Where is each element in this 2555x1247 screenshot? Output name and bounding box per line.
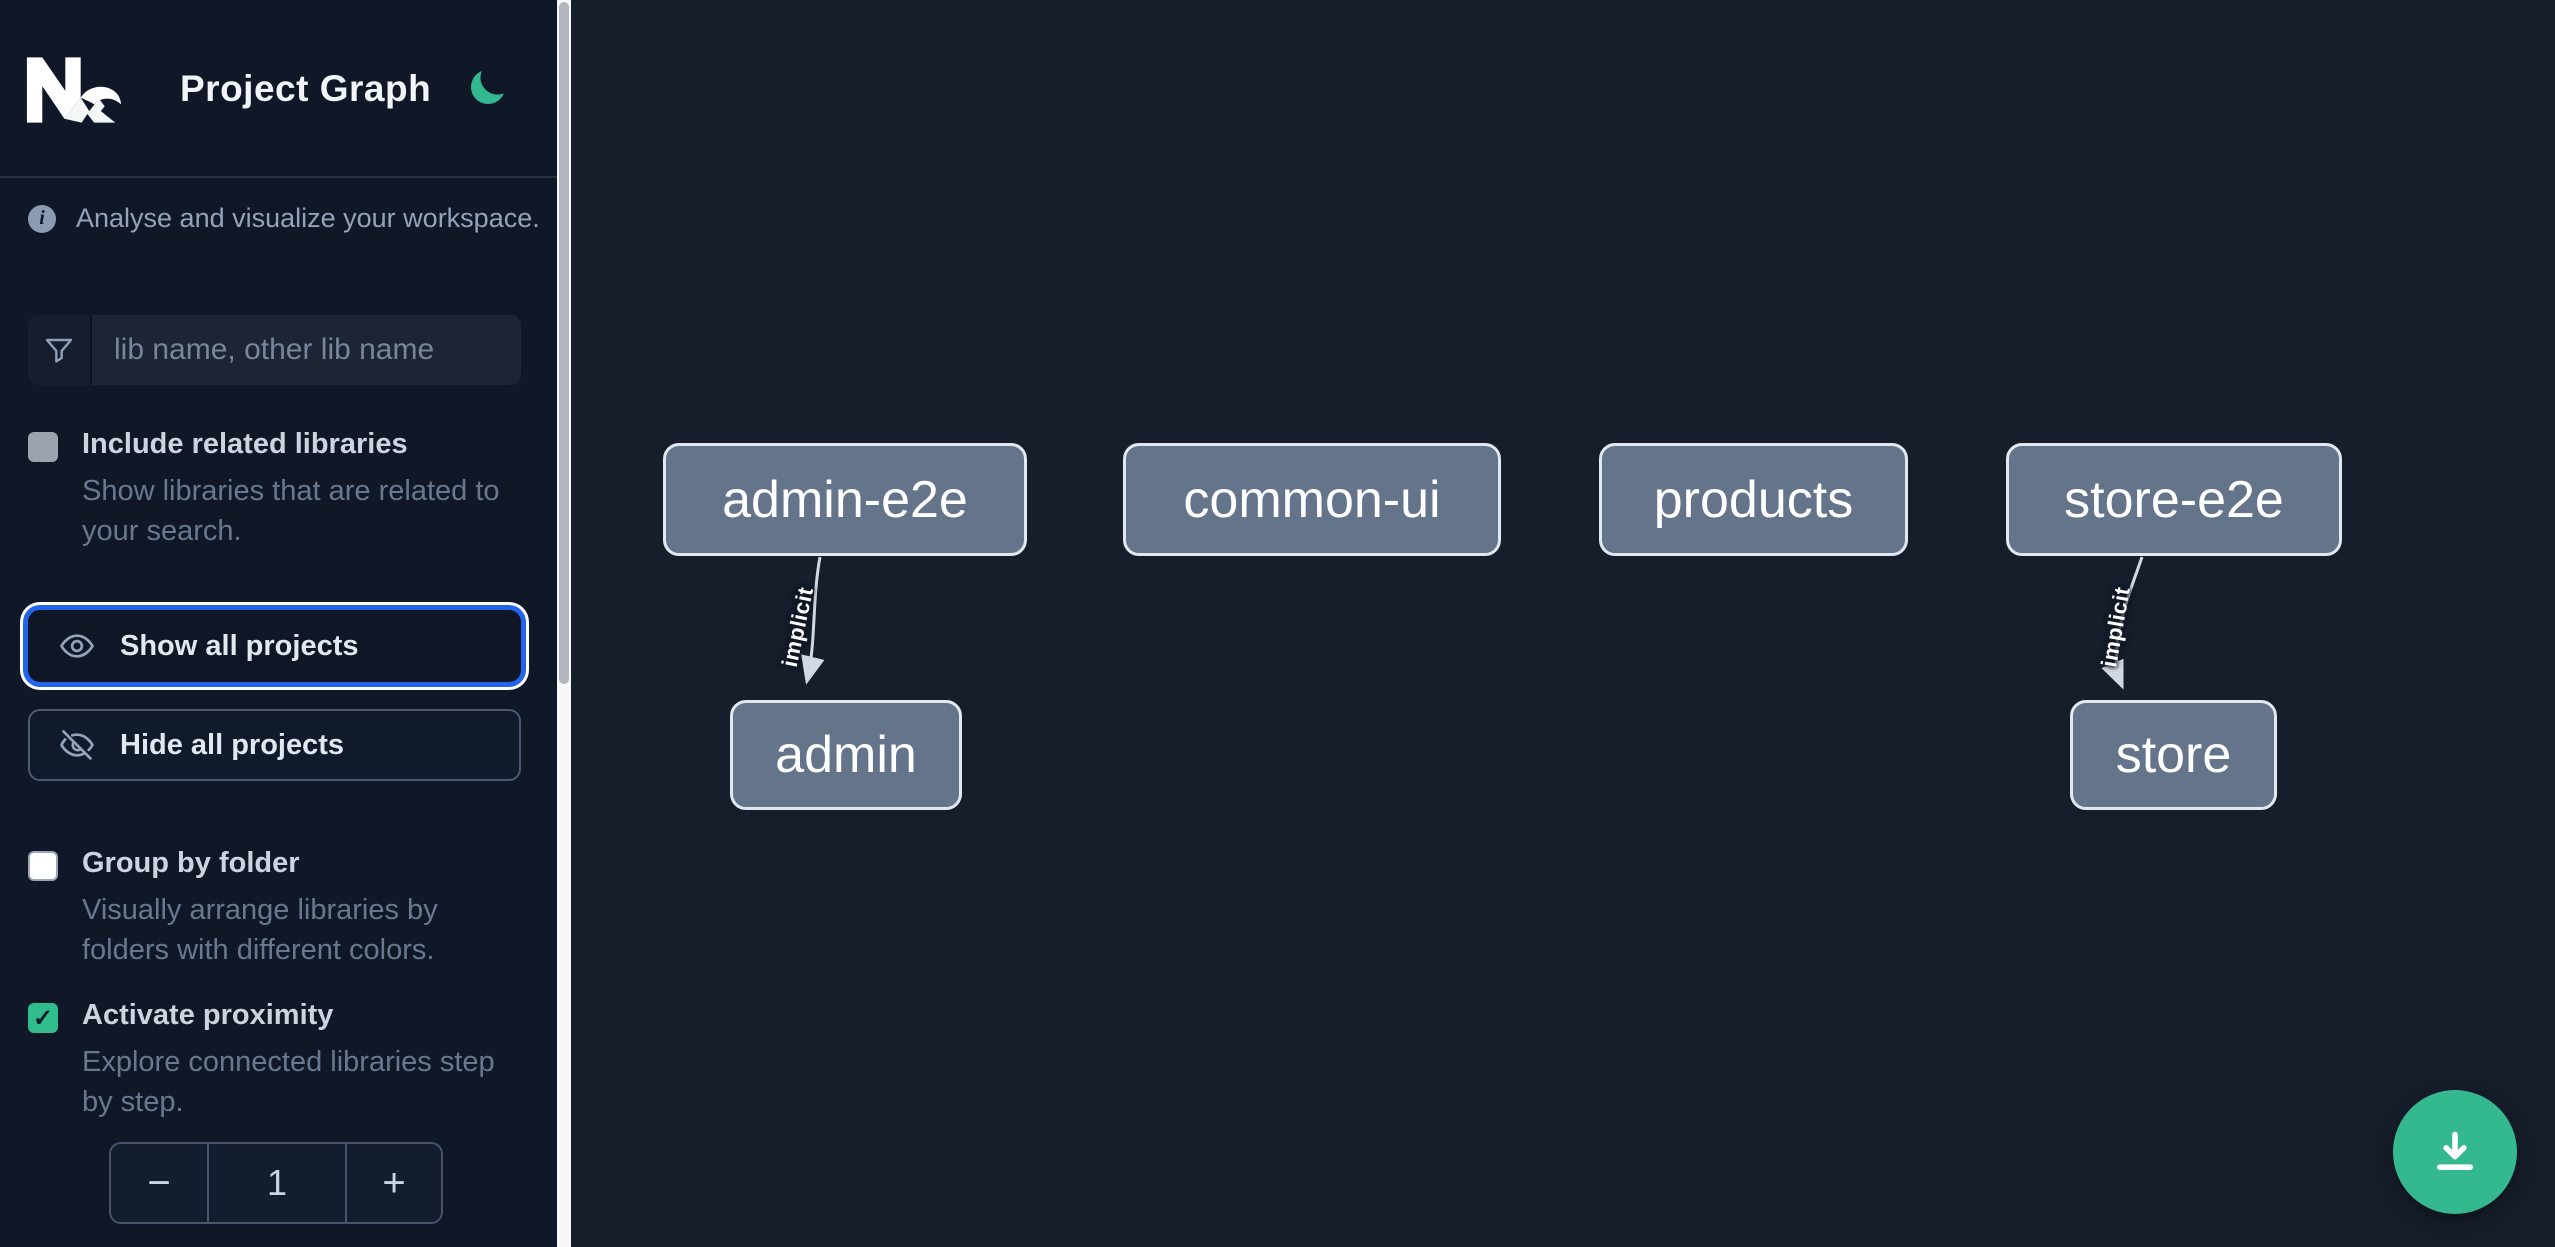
download-icon <box>2437 1131 2473 1170</box>
project-graph-canvas[interactable] <box>571 0 2555 1247</box>
hide-all-projects-button[interactable]: Hide all projects <box>28 709 521 781</box>
node-store-e2e[interactable]: store-e2e <box>2006 443 2342 556</box>
activate-proximity-label: Activate proximity <box>82 999 334 1031</box>
group-by-folder-setting: Group by folder Visually arrange librari… <box>28 847 498 970</box>
show-all-projects-label: Show all projects <box>120 629 359 662</box>
activate-proximity-setting: ✓ Activate proximity Explore connected l… <box>28 999 498 1122</box>
dark-mode-toggle[interactable] <box>465 66 509 110</box>
sidebar: Project Graph i Analyse and visualize yo… <box>0 0 557 1247</box>
sidebar-scrollbar-track[interactable] <box>557 0 571 1247</box>
sidebar-header: Project Graph <box>0 0 557 178</box>
tagline-text: Analyse and visualize your workspace. <box>76 203 540 233</box>
node-store[interactable]: store <box>2070 700 2277 810</box>
activate-proximity-description: Explore connected libraries step by step… <box>82 1046 495 1119</box>
include-related-checkbox[interactable] <box>28 432 58 462</box>
node-admin-e2e[interactable]: admin-e2e <box>663 443 1027 556</box>
activate-proximity-checkbox[interactable]: ✓ <box>28 1003 58 1033</box>
stepper-decrement-button[interactable]: − <box>111 1144 209 1222</box>
nx-logo-icon <box>26 57 121 123</box>
eye-slash-icon <box>60 730 94 760</box>
include-related-setting: Include related libraries Show libraries… <box>28 428 500 551</box>
info-icon: i <box>28 204 56 233</box>
group-by-folder-description: Visually arrange libraries by folders wi… <box>82 894 438 967</box>
hide-all-projects-label: Hide all projects <box>120 728 345 761</box>
search-box <box>28 315 521 385</box>
page-title: Project Graph <box>180 68 432 109</box>
download-graph-button[interactable] <box>2393 1090 2517 1214</box>
node-products[interactable]: products <box>1599 443 1908 556</box>
edge-admin-e2e-to-admin[interactable] <box>801 556 825 685</box>
edge-store-e2e-to-store[interactable] <box>2101 556 2144 690</box>
node-common-ui[interactable]: common-ui <box>1123 443 1501 556</box>
include-related-label: Include related libraries <box>82 428 408 460</box>
sidebar-scrollbar-thumb[interactable] <box>559 2 569 684</box>
group-by-folder-label: Group by folder <box>82 847 300 879</box>
moon-icon <box>470 71 504 105</box>
workspace-tagline: i Analyse and visualize your workspace. <box>28 203 540 234</box>
search-input[interactable] <box>92 315 521 385</box>
checkmark-icon: ✓ <box>32 1004 54 1032</box>
filter-funnel-icon <box>45 338 73 363</box>
filter-icon-cell <box>28 315 92 385</box>
stepper-increment-button[interactable]: + <box>345 1144 441 1222</box>
stepper-value: 1 <box>209 1144 345 1222</box>
proximity-depth-stepper: − 1 + <box>109 1142 443 1224</box>
eye-icon <box>60 634 94 658</box>
include-related-description: Show libraries that are related to your … <box>82 475 500 548</box>
node-admin[interactable]: admin <box>730 700 962 810</box>
show-all-projects-button[interactable]: Show all projects <box>28 610 521 682</box>
group-by-folder-checkbox[interactable] <box>28 851 58 881</box>
